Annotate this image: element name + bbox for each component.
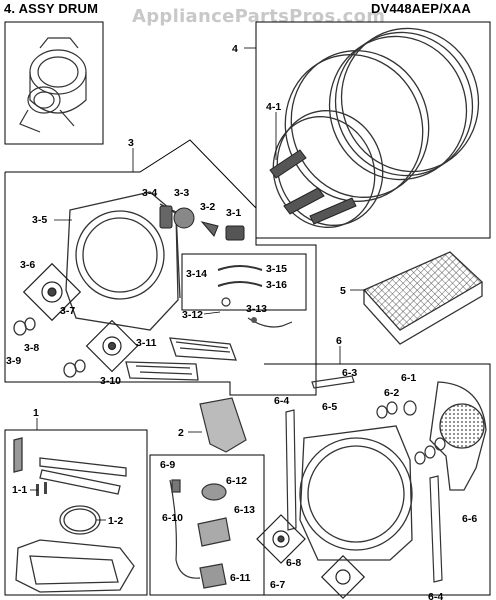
group-1-box: 1 1-1 1-2 xyxy=(4,407,148,596)
callout-3-15: 3-15 xyxy=(266,263,287,275)
callout-6-1: 6-1 xyxy=(401,372,416,384)
callout-6-4-bottom: 6-4 xyxy=(428,591,443,600)
diagram-title: 4. ASSY DRUM xyxy=(4,1,99,16)
callout-6-8: 6-8 xyxy=(286,557,301,569)
callout-3-12: 3-12 xyxy=(182,309,203,321)
duct-part-2: 2 xyxy=(178,397,247,453)
callout-5: 5 xyxy=(340,285,346,297)
thumbnail-box xyxy=(4,21,104,145)
callout-3-11: 3-11 xyxy=(136,337,157,349)
group-3-box: 3 3-4 3-3 3-2 3-1 3-5 xyxy=(4,137,317,396)
group-4-box: 4 4-1 xyxy=(232,21,491,239)
callout-3-10: 3-10 xyxy=(100,375,121,387)
callout-1: 1 xyxy=(33,407,39,419)
callout-3-7: 3-7 xyxy=(60,305,75,317)
callout-3-3: 3-3 xyxy=(174,187,189,199)
callout-3-13: 3-13 xyxy=(246,303,267,315)
callout-3-2: 3-2 xyxy=(200,201,215,213)
callout-6-12: 6-12 xyxy=(226,475,247,487)
callout-2: 2 xyxy=(178,427,184,439)
door-switch xyxy=(159,205,245,241)
callout-6-11: 6-11 xyxy=(230,572,251,584)
callout-1-2: 1-2 xyxy=(108,515,123,527)
callout-6-4-top: 6-4 xyxy=(274,395,289,407)
callout-6-2: 6-2 xyxy=(384,387,399,399)
callout-3-6: 3-6 xyxy=(20,259,35,271)
model-number: DV448AEP/XAA xyxy=(371,1,471,16)
group-6-box: 6 6-3 6-1 xyxy=(149,335,491,600)
callout-6: 6 xyxy=(336,335,342,347)
callout-6-13: 6-13 xyxy=(234,504,255,516)
callout-3: 3 xyxy=(128,137,134,149)
callout-3-9: 3-9 xyxy=(6,355,21,367)
callout-6-7: 6-7 xyxy=(270,579,285,591)
callout-3-1: 3-1 xyxy=(226,207,241,219)
bearing-card-3-7b xyxy=(85,319,139,373)
drum xyxy=(272,27,480,228)
callout-6-5: 6-5 xyxy=(322,401,337,413)
bearing-card-3-6 xyxy=(22,262,82,322)
callout-6-9: 6-9 xyxy=(160,459,175,471)
callout-3-8: 3-8 xyxy=(24,342,39,354)
bearing-card-6-8 xyxy=(256,514,366,600)
rear-bulkhead xyxy=(299,425,413,561)
callout-4: 4 xyxy=(232,43,238,55)
drum-lifters xyxy=(269,149,357,225)
callout-6-10: 6-10 xyxy=(162,512,183,524)
callout-6-3: 6-3 xyxy=(342,367,357,379)
callout-3-14: 3-14 xyxy=(186,268,207,280)
callout-6-6: 6-6 xyxy=(462,513,477,525)
exhaust-duct xyxy=(429,381,487,491)
assembly-thumbnail xyxy=(19,37,87,133)
callout-1-1: 1-1 xyxy=(12,484,27,496)
callout-3-5: 3-5 xyxy=(32,214,47,226)
callout-3-4: 3-4 xyxy=(142,187,157,199)
callout-3-16: 3-16 xyxy=(266,279,287,291)
callout-4-1: 4-1 xyxy=(266,101,281,113)
lint-filter: 5 xyxy=(340,251,484,345)
